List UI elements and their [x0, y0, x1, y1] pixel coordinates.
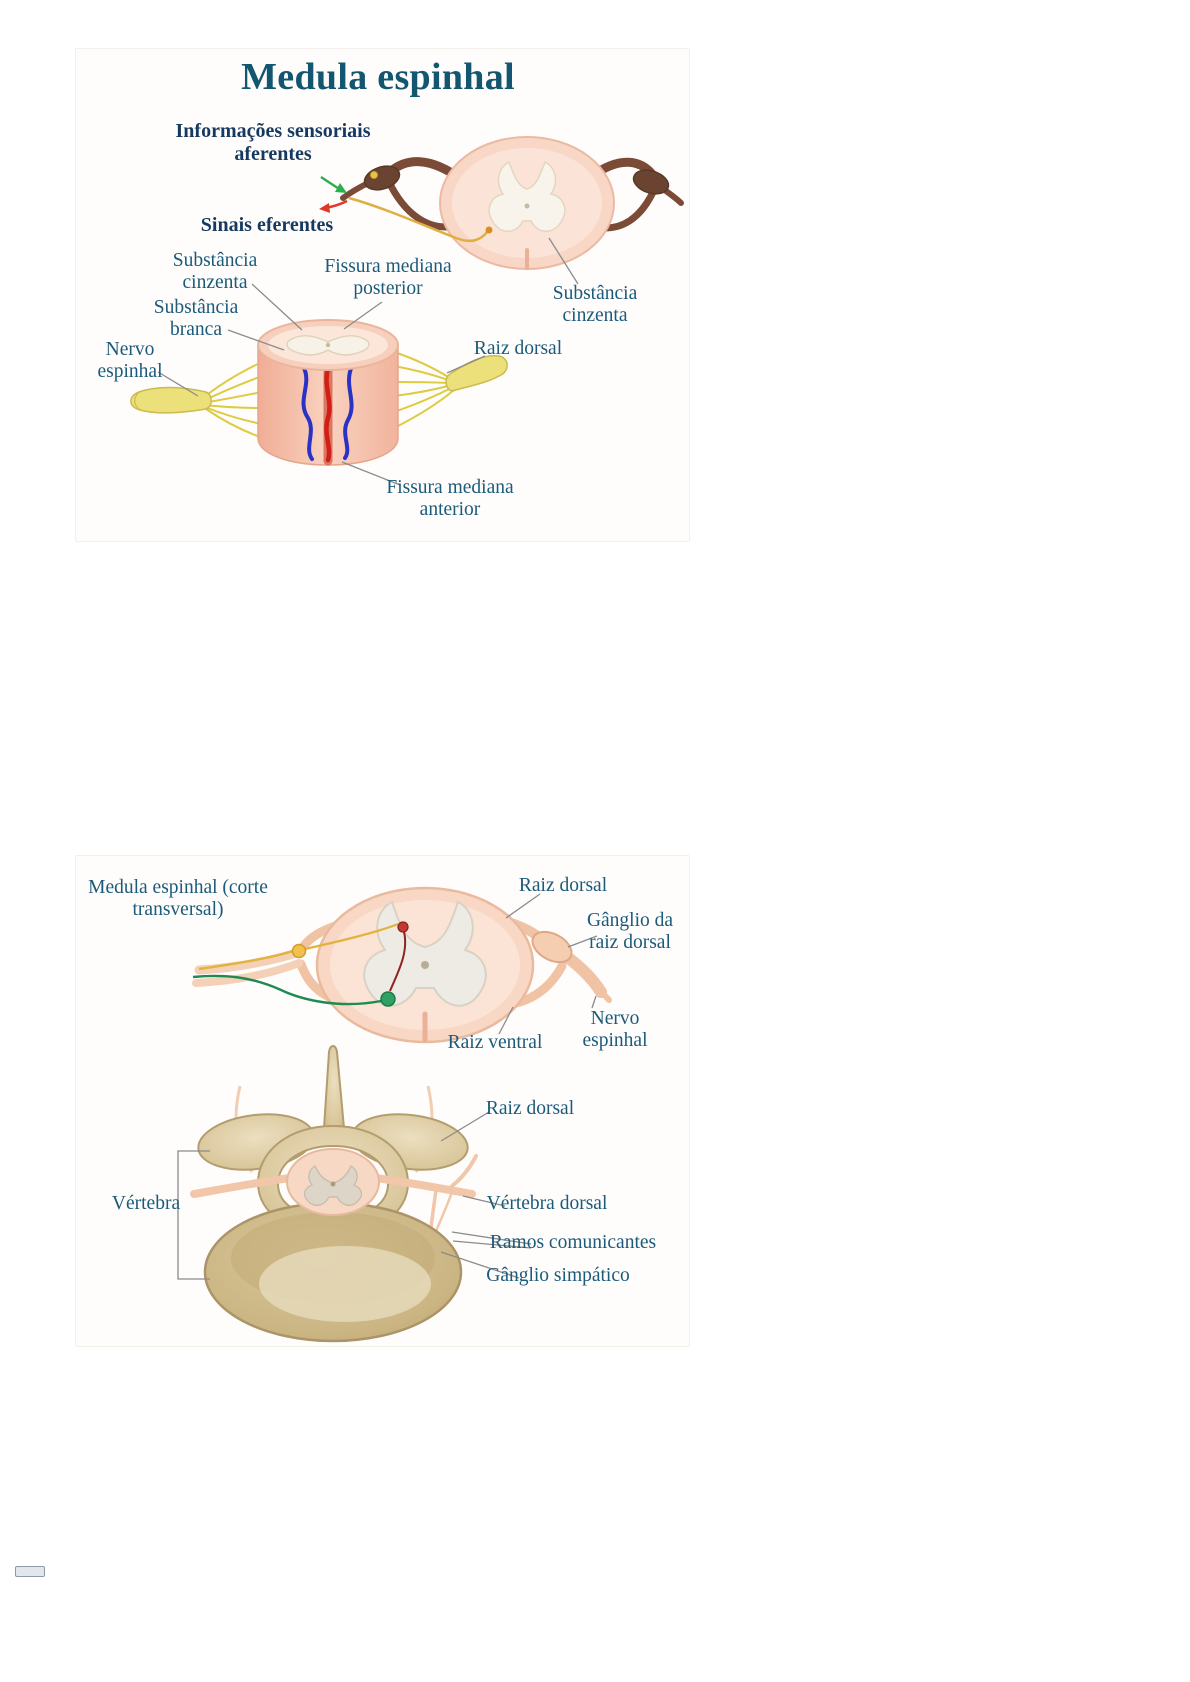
afferent-neuron-soma — [291, 943, 307, 959]
right-rootlets — [393, 351, 455, 429]
figure-title: Medula espinhal — [241, 56, 515, 98]
left-rootlets — [202, 361, 264, 439]
label-efferent-signals: Sinais eferentes — [200, 214, 334, 236]
cord-cross-section — [192, 886, 612, 1044]
dorsal-ramus — [450, 1154, 478, 1188]
label-communicating-rami: Ramos comunicantes — [489, 1232, 657, 1253]
label-spinal-nerve: Nervo espinhal — [97, 339, 163, 383]
spinal-vein-right — [343, 364, 354, 460]
central-canal-2 — [421, 961, 429, 969]
right-spinal-nerve-horn — [445, 354, 508, 392]
interneuron-axon — [389, 931, 407, 992]
anterior-spinal-artery — [324, 365, 332, 463]
left-spinal-nerve-vertebra — [190, 1174, 294, 1198]
efferent-arrow-icon — [319, 199, 348, 213]
gray-matter-butterfly — [488, 160, 566, 232]
horizontal-scrollbar-thumb[interactable] — [15, 1566, 45, 1577]
dorsal-root-ganglion — [531, 930, 573, 964]
label-anterior-median-fissure: Fissura mediana anterior — [386, 477, 514, 521]
vertebra-illustration — [190, 1045, 478, 1343]
label-dorsal-root-2: Raiz dorsal — [485, 1098, 575, 1119]
afferent-neuron-axon — [198, 949, 294, 971]
label-vertebra: Vértebra — [111, 1193, 181, 1214]
figure-1-panel — [75, 48, 690, 542]
label-gray-matter-right: Substância cinzenta — [552, 283, 638, 327]
label-dorsal-root-ganglion: Gânglio da raiz dorsal — [586, 910, 674, 954]
label-cross-section-caption: Medula espinhal (corte transversal) — [88, 877, 268, 921]
afferent-arrow-icon — [320, 175, 347, 193]
figure-1-illustration — [130, 136, 684, 486]
axial-cross-section — [319, 136, 684, 270]
spinal-cord-segment-3d — [130, 319, 508, 466]
central-canal — [524, 203, 530, 209]
left-spinal-nerve-horn — [130, 386, 212, 414]
label-sympathetic-ganglion: Gânglio simpático — [486, 1265, 630, 1286]
label-gray-matter-left: Substância cinzenta — [172, 250, 258, 294]
label-lines-1 — [157, 237, 579, 486]
sensory-soma — [370, 171, 378, 179]
label-white-matter: Substância branca — [153, 297, 239, 341]
label-spinal-nerve-2: Nervo espinhal — [582, 1008, 648, 1052]
afferent-fiber — [348, 196, 489, 243]
label-dorsal-root-top: Raiz dorsal — [518, 875, 608, 896]
spinal-vein-left — [301, 364, 314, 461]
label-dorsal-root: Raiz dorsal — [473, 338, 563, 359]
label-dorsal-vertebra: Vértebra dorsal — [486, 1193, 608, 1214]
figure-2-illustration — [177, 886, 612, 1343]
efferent-neuron-axon — [192, 974, 382, 1006]
efferent-neuron-soma — [380, 991, 396, 1007]
interneuron-soma — [397, 921, 409, 933]
label-posterior-median-fissure: Fissura mediana posterior — [324, 256, 452, 300]
label-afferent-info: Informações sensoriais aferentes — [175, 120, 371, 165]
right-spinal-nerve-vertebra — [372, 1174, 476, 1198]
right-ganglion — [632, 169, 670, 195]
label-ventral-root: Raiz ventral — [447, 1032, 543, 1053]
label-lines-2 — [177, 893, 598, 1280]
spinous-process — [322, 1045, 346, 1129]
